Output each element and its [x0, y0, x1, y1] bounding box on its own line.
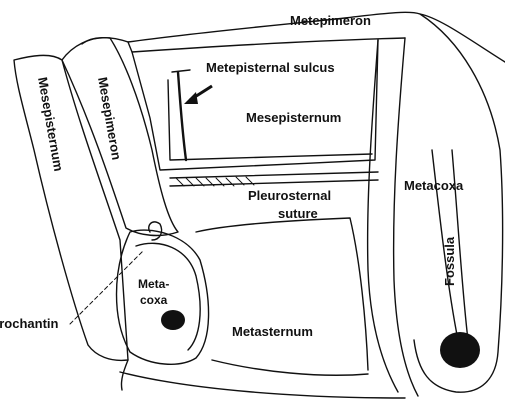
pleurosternal-suture-band [170, 172, 378, 178]
label-metacoxa-left-2: coxa [140, 293, 168, 307]
label-trochantin: Trochantin [0, 316, 59, 331]
arrow-icon [184, 86, 212, 104]
metasternum-outline [196, 218, 368, 370]
metepimeron-lower-edge [132, 38, 405, 52]
label-metacoxa-left-1: Meta- [138, 277, 169, 291]
label-mesepisternum-left: Mesepisternum [35, 76, 66, 173]
label-pleurosternal: Pleurosternal [248, 188, 331, 203]
label-metacoxa-right: Metacoxa [404, 178, 464, 193]
trochantin-leader [70, 250, 144, 324]
label-metepimeron: Metepimeron [290, 13, 371, 28]
label-mesepisternum-right: Mesepisternum [246, 110, 341, 125]
metacoxa-spot-left [161, 310, 185, 330]
label-fossula: Fossula [442, 236, 457, 286]
label-metasternum: Metasternum [232, 324, 313, 339]
metepisternal-sulcus-groove [178, 72, 186, 160]
metacoxa-spot-right [440, 332, 480, 368]
label-mesepimeron: Mesepimeron [95, 76, 124, 161]
label-metepisternal-sulcus: Metepisternal sulcus [206, 60, 335, 75]
label-suture: suture [278, 206, 318, 221]
